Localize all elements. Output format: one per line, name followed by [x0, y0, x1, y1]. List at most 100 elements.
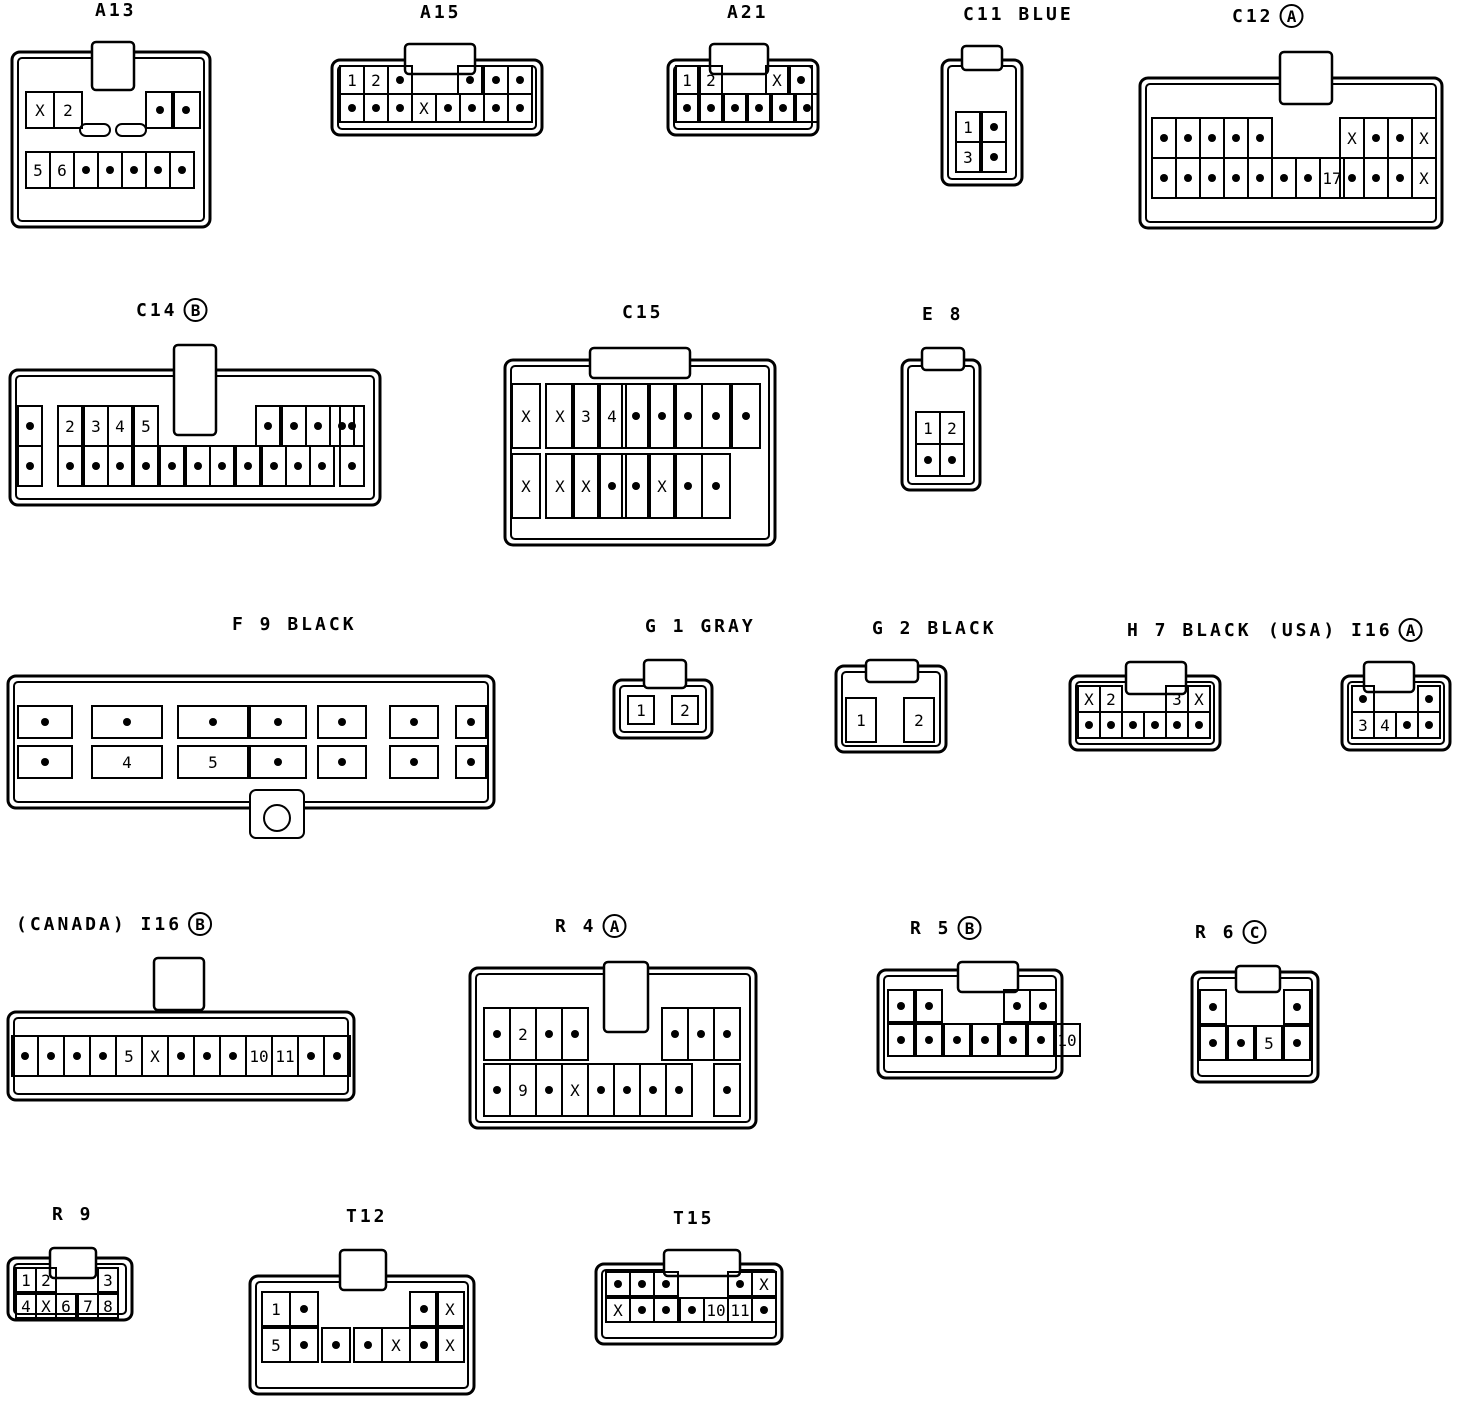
locking-latch: [403, 42, 477, 76]
terminal-cavity: [133, 445, 159, 487]
terminal-pin: [99, 1052, 107, 1060]
badge-letter: B: [195, 915, 205, 934]
terminal-cavity: [389, 705, 439, 739]
badge-letter: A: [610, 917, 620, 936]
badge-letter: A: [1287, 7, 1297, 26]
badge-circle: [957, 916, 982, 940]
terminal-number: 2: [371, 71, 381, 90]
connector-label: R 6: [1195, 922, 1237, 943]
badge-circle: [1279, 4, 1304, 28]
terminal-number: 1: [856, 711, 866, 730]
terminal-cavity: [981, 141, 1007, 173]
connector-inner-frame: [619, 685, 707, 733]
terminal-pin: [26, 422, 34, 430]
terminal-cavity: [887, 1023, 915, 1057]
connector-label: (CANADA) I16: [16, 914, 182, 935]
terminal-pin: [712, 482, 720, 490]
badge-letter: B: [191, 301, 201, 320]
terminal-pin: [314, 422, 322, 430]
key-slot: [79, 123, 111, 137]
terminal-pin: [154, 166, 162, 174]
terminal-pin: [348, 422, 356, 430]
terminal-cavity: [1417, 711, 1441, 739]
connector-label: A21: [727, 2, 769, 23]
terminal-cavity: [55, 1293, 77, 1319]
terminal-cavity: [249, 745, 307, 779]
terminal-cavity: [1029, 989, 1057, 1023]
connector-inner-frame: [673, 65, 813, 130]
terminal-pin: [294, 462, 302, 470]
terminal-pin: [177, 1052, 185, 1060]
terminal-number: X: [1347, 129, 1357, 148]
terminal-number: X: [1419, 129, 1429, 148]
locking-latch: [1234, 964, 1282, 994]
locking-latch: [662, 1248, 742, 1278]
terminal-pin: [571, 1030, 579, 1038]
terminal-cavity: [1187, 711, 1211, 739]
terminal-cavity: [1199, 989, 1227, 1025]
terminal-number: 2: [65, 417, 75, 436]
mounting-bracket: [249, 789, 305, 839]
terminal-pin: [545, 1030, 553, 1038]
terminal-cavity: [235, 445, 261, 487]
terminal-cavity: [887, 989, 915, 1023]
terminal-pin: [924, 456, 932, 464]
terminal-cavity: [955, 141, 981, 173]
terminal-cavity: [653, 1271, 679, 1297]
terminal-cavity: [91, 705, 163, 739]
terminal-pin: [990, 123, 998, 131]
terminal-pin: [264, 422, 272, 430]
terminal-pin: [897, 1036, 905, 1044]
badge-circle: [1242, 920, 1267, 944]
terminal-pin: [632, 482, 640, 490]
terminal-cavity: [321, 1327, 351, 1363]
terminal-pin: [1396, 134, 1404, 142]
terminal-cavity: [675, 93, 699, 123]
terminal-number: 1: [21, 1271, 31, 1290]
terminal-pin: [1232, 174, 1240, 182]
terminal-cavity: [699, 93, 723, 123]
terminal-pin: [229, 1052, 237, 1060]
terminal-cavity: [747, 93, 771, 123]
terminal-number: 5: [141, 417, 151, 436]
connector-label: A15: [420, 2, 462, 23]
terminal-cavity: [597, 453, 627, 519]
terminal-pin: [156, 106, 164, 114]
terminal-cavity: [177, 745, 249, 779]
terminal-pin: [1037, 1036, 1045, 1044]
terminal-cavity: [1283, 1025, 1311, 1061]
terminal-pin: [41, 718, 49, 726]
terminal-number: 3: [1172, 690, 1182, 709]
terminal-number: 2: [41, 1271, 51, 1290]
locking-latch: [588, 346, 692, 380]
terminal-cavity: [999, 1023, 1027, 1057]
terminal-cavity: [545, 383, 575, 449]
terminal-number: X: [35, 101, 45, 120]
terminal-pin: [675, 1086, 683, 1094]
terminal-cavity: [731, 383, 761, 449]
terminal-cavity: [1227, 1025, 1255, 1061]
terminal-pin: [1009, 1036, 1017, 1044]
terminal-pin: [1160, 134, 1168, 142]
terminal-number: 7: [83, 1297, 93, 1316]
terminal-cavity: [339, 445, 365, 487]
terminal-number: 1: [636, 701, 646, 720]
terminal-pin: [467, 758, 475, 766]
terminal-pin: [333, 1052, 341, 1060]
terminal-pin: [1425, 695, 1433, 703]
terminal-pin: [364, 1341, 372, 1349]
terminal-pin: [290, 422, 298, 430]
terminal-cavity: [1199, 1025, 1227, 1061]
terminal-number: 6: [61, 1297, 71, 1316]
locking-latch: [642, 658, 688, 690]
terminal-pin: [779, 104, 787, 112]
terminal-number: X: [570, 1081, 580, 1100]
locking-latch: [602, 960, 650, 1034]
connector-label: C11 BLUE: [963, 4, 1074, 25]
terminal-cavity: [1255, 1025, 1283, 1061]
